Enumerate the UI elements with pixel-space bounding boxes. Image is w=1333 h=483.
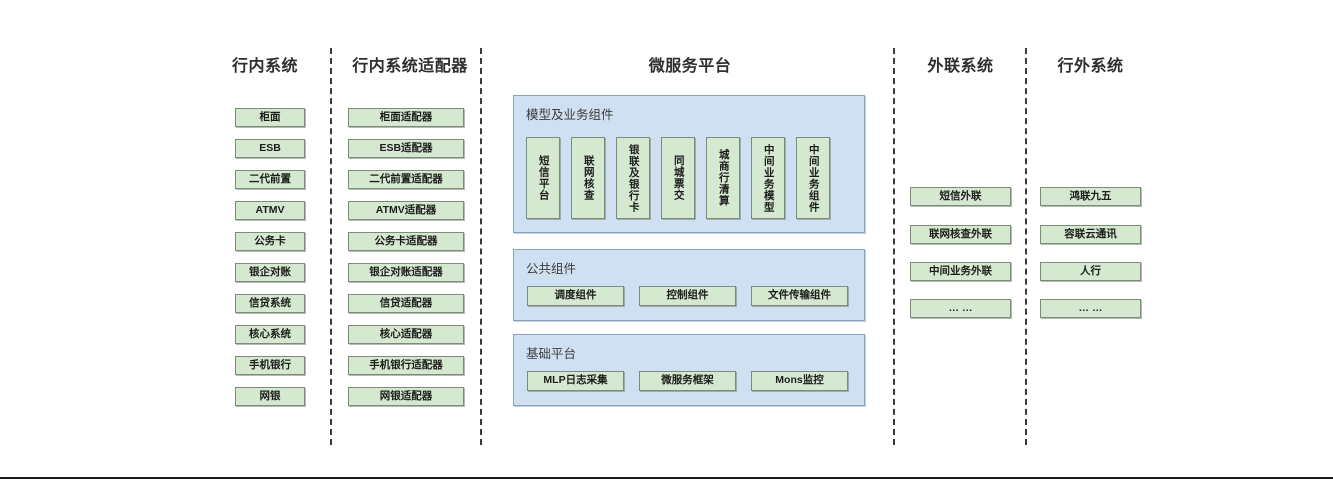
- node-bank-internal-6[interactable]: 信贷系统: [235, 294, 305, 313]
- node-public-1[interactable]: 控制组件: [639, 286, 736, 306]
- node-bank-internal-7[interactable]: 核心系统: [235, 325, 305, 344]
- node-bank-adapter-5[interactable]: 银企对账适配器: [348, 263, 464, 282]
- node-model-6[interactable]: 中间业务组件: [796, 137, 830, 219]
- node-external-link-1[interactable]: 联网核查外联: [910, 225, 1011, 244]
- node-external-link-2[interactable]: 中间业务外联: [910, 262, 1011, 281]
- node-bank-adapter-2[interactable]: 二代前置适配器: [348, 170, 464, 189]
- divider-4: [1025, 48, 1027, 445]
- node-outside-bank-0[interactable]: 鸿联九五: [1040, 187, 1141, 206]
- node-bank-adapter-3[interactable]: ATMV适配器: [348, 201, 464, 220]
- bottom-rule: [0, 477, 1333, 479]
- column-title-microservice-platform: 微服务平台: [648, 58, 732, 75]
- node-outside-bank-2[interactable]: 人行: [1040, 262, 1141, 281]
- node-model-0[interactable]: 短信平台: [526, 137, 560, 219]
- node-bank-internal-4[interactable]: 公务卡: [235, 232, 305, 251]
- node-bank-adapter-1[interactable]: ESB适配器: [348, 139, 464, 158]
- column-title-external-link: 外联系统: [927, 58, 994, 75]
- node-bank-adapter-0[interactable]: 柜面适配器: [348, 108, 464, 127]
- node-public-0[interactable]: 调度组件: [527, 286, 624, 306]
- node-model-5[interactable]: 中间业务模型: [751, 137, 785, 219]
- node-external-link-0[interactable]: 短信外联: [910, 187, 1011, 206]
- node-base-0[interactable]: MLP日志采集: [527, 371, 624, 391]
- panel-label-model-business-components: 模型及业务组件: [526, 108, 614, 122]
- node-bank-internal-8[interactable]: 手机银行: [235, 356, 305, 375]
- node-bank-adapter-7[interactable]: 核心适配器: [348, 325, 464, 344]
- node-bank-internal-2[interactable]: 二代前置: [235, 170, 305, 189]
- divider-1: [330, 48, 332, 445]
- node-bank-internal-5[interactable]: 银企对账: [235, 263, 305, 282]
- node-bank-adapter-4[interactable]: 公务卡适配器: [348, 232, 464, 251]
- column-title-bank-adapter: 行内系统适配器: [352, 58, 468, 75]
- panel-label-base-platform: 基础平台: [526, 347, 577, 361]
- column-title-outside-bank: 行外系统: [1057, 58, 1124, 75]
- node-bank-adapter-6[interactable]: 信贷适配器: [348, 294, 464, 313]
- node-outside-bank-3[interactable]: … …: [1040, 299, 1141, 318]
- node-outside-bank-1[interactable]: 容联云通讯: [1040, 225, 1141, 244]
- node-model-4[interactable]: 城商行清算: [706, 137, 740, 219]
- divider-2: [480, 48, 482, 445]
- node-bank-adapter-8[interactable]: 手机银行适配器: [348, 356, 464, 375]
- node-model-3[interactable]: 同城票交: [661, 137, 695, 219]
- node-external-link-3[interactable]: … …: [910, 299, 1011, 318]
- panel-public-components: 公共组件: [513, 249, 865, 321]
- column-title-bank-internal: 行内系统: [231, 58, 298, 75]
- node-bank-internal-1[interactable]: ESB: [235, 139, 305, 158]
- node-bank-adapter-9[interactable]: 网银适配器: [348, 387, 464, 406]
- divider-3: [893, 48, 895, 445]
- node-model-2[interactable]: 银联及银行卡: [616, 137, 650, 219]
- node-model-1[interactable]: 联网核查: [571, 137, 605, 219]
- node-base-1[interactable]: 微服务框架: [639, 371, 736, 391]
- node-bank-internal-9[interactable]: 网银: [235, 387, 305, 406]
- node-bank-internal-3[interactable]: ATMV: [235, 201, 305, 220]
- panel-base-platform: 基础平台: [513, 334, 865, 406]
- panel-label-public-components: 公共组件: [526, 262, 577, 276]
- node-bank-internal-0[interactable]: 柜面: [235, 108, 305, 127]
- node-base-2[interactable]: Mons监控: [751, 371, 848, 391]
- node-public-2[interactable]: 文件传输组件: [751, 286, 848, 306]
